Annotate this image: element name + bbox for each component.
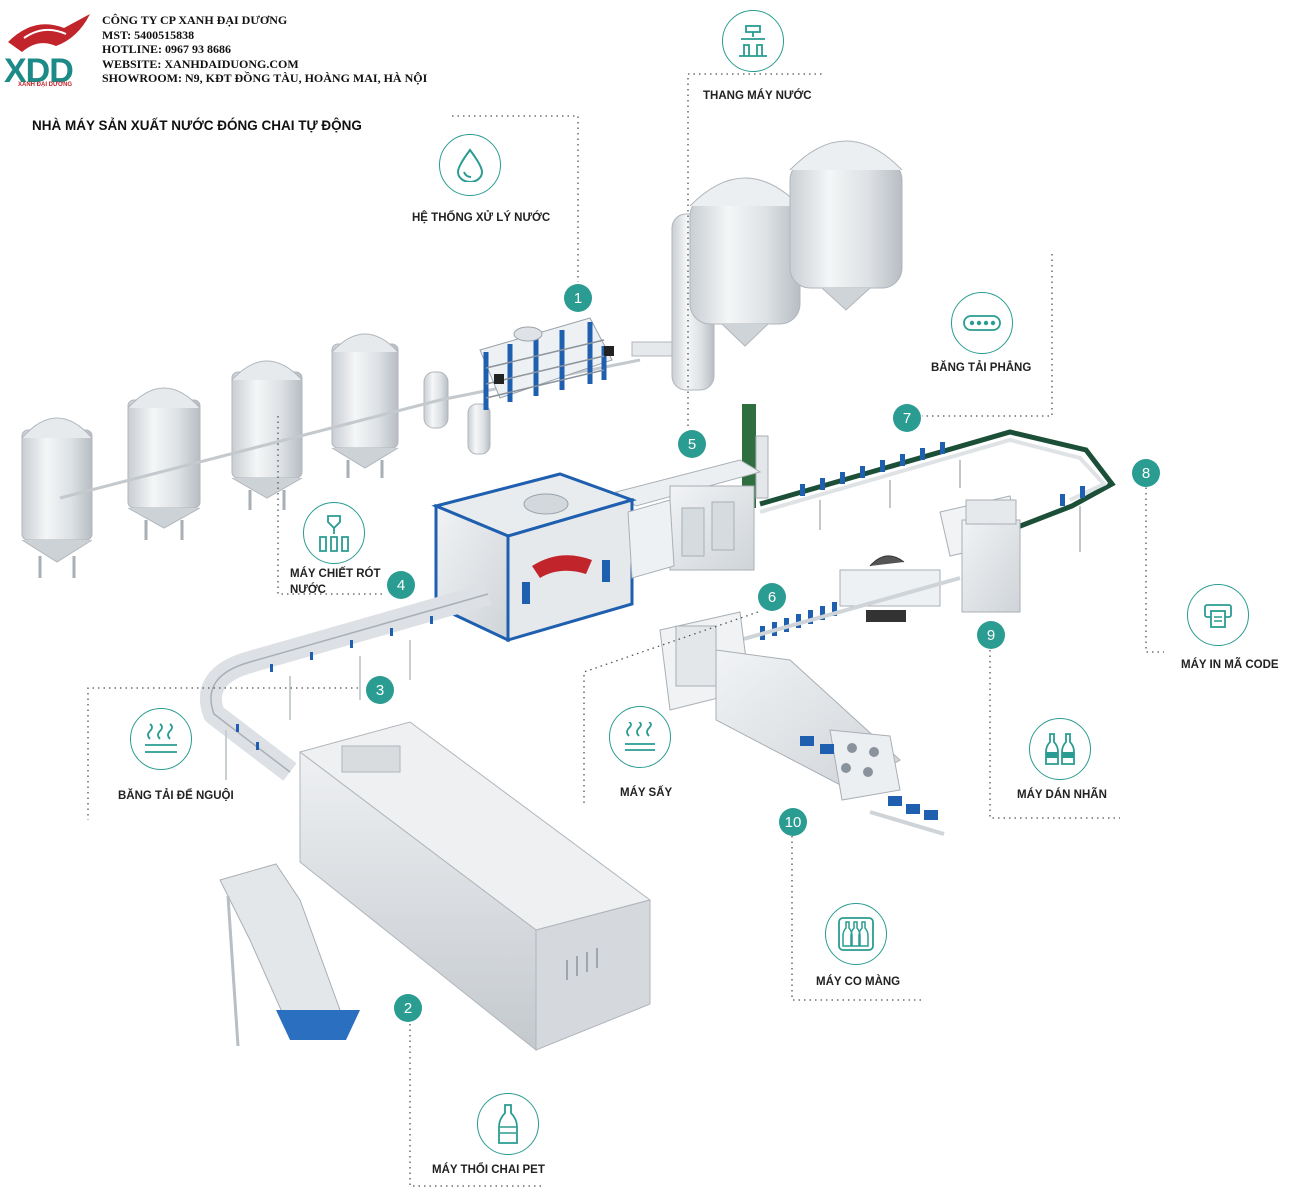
water-treatment-rack bbox=[479, 317, 673, 410]
dryer-and-shrink-machines bbox=[659, 611, 945, 836]
pet-bottle-icon bbox=[498, 1104, 518, 1144]
station-8-icon-circle bbox=[1187, 584, 1249, 646]
company-name: CÔNG TY CP XANH ĐẠI DƯƠNG bbox=[102, 13, 288, 27]
tank bbox=[231, 360, 303, 510]
station-5-label: THANG MÁY NƯỚC bbox=[703, 90, 812, 102]
filling-machine bbox=[431, 472, 675, 643]
tank bbox=[127, 387, 201, 540]
company-website: WEBSITE: XANHDAIDUONG.COM bbox=[102, 56, 299, 71]
labeler-printer-machines bbox=[739, 495, 1021, 642]
company-tax-id: MST: 5400515838 bbox=[102, 27, 195, 42]
company-hotline: HOTLINE: 0967 93 8686 bbox=[102, 42, 232, 57]
station-4-icon-circle bbox=[303, 502, 365, 564]
company-showroom: SHOWROOM: N9, KĐT ĐỒNG TÀU, HOÀNG MAI, H… bbox=[102, 71, 428, 86]
station-7-badge: 7 bbox=[893, 404, 921, 432]
page-title: NHÀ MÁY SẢN XUẤT NƯỚC ĐÓNG CHAI TỰ ĐỘNG bbox=[32, 118, 362, 133]
dryer-icon bbox=[625, 722, 655, 751]
bottle-elevator-icon bbox=[739, 25, 767, 57]
big-storage-tanks bbox=[671, 140, 903, 391]
station-6-icon-circle bbox=[609, 706, 671, 768]
station-1-badge: 1 bbox=[564, 284, 592, 312]
xdd-logo-on-machine bbox=[532, 555, 592, 578]
station-2-badge: 2 bbox=[394, 994, 422, 1022]
station-5-icon-circle bbox=[722, 10, 784, 72]
storage-tanks bbox=[21, 333, 641, 578]
tank bbox=[331, 333, 399, 478]
company-logo bbox=[4, 8, 96, 94]
station-4-badge: 4 bbox=[387, 571, 415, 599]
station-8-badge: 8 bbox=[1132, 459, 1160, 487]
station-2-icon-circle bbox=[477, 1093, 539, 1155]
station-7-label: BĂNG TẢI PHẲNG bbox=[931, 362, 1032, 374]
bottle-elevator bbox=[614, 404, 769, 571]
labeled-bottles-icon bbox=[1045, 733, 1075, 765]
bottles-on-conveyor bbox=[800, 442, 1085, 506]
logo-tagline: XANH ĐẠI DƯƠNG bbox=[18, 82, 73, 88]
station-9-label: MÁY DÁN NHÃN bbox=[1017, 789, 1107, 801]
conveyor-icon bbox=[963, 315, 1001, 331]
water-drop-icon bbox=[456, 148, 484, 182]
flat-conveyor bbox=[759, 429, 1116, 552]
station-3-label: BĂNG TẢI ĐỂ NGUỘI bbox=[118, 790, 234, 802]
station-10-badge: 10 bbox=[779, 808, 807, 836]
blow-molding-machine bbox=[219, 721, 652, 1052]
printer-icon bbox=[1204, 604, 1232, 628]
station-8-label: MÁY IN MÃ CODE bbox=[1181, 659, 1279, 671]
station-5-badge: 5 bbox=[678, 430, 706, 458]
company-info: CÔNG TY CP XANH ĐẠI DƯƠNG MST: 540051583… bbox=[102, 13, 427, 86]
station-3-badge: 3 bbox=[366, 676, 394, 704]
station-1-label: HỆ THỐNG XỬ LÝ NƯỚC bbox=[412, 212, 551, 224]
heat-waves-icon bbox=[145, 723, 177, 753]
station-2-label: MÁY THỔI CHAI PET bbox=[432, 1164, 545, 1176]
station-10-label: MÁY CO MÀNG bbox=[816, 976, 901, 988]
station-4-label-line-2: NƯỚC bbox=[290, 584, 326, 596]
shrink-pack-icon bbox=[838, 917, 874, 951]
cooling-conveyor bbox=[199, 583, 492, 781]
station-1-icon-circle bbox=[439, 134, 501, 196]
station-6-badge: 6 bbox=[758, 583, 786, 611]
station-9-icon-circle bbox=[1029, 718, 1091, 780]
tank bbox=[21, 417, 93, 578]
filling-machine-icon bbox=[319, 515, 349, 552]
station-9-badge: 9 bbox=[977, 621, 1005, 649]
logo-wordmark: XDD bbox=[4, 52, 74, 90]
station-4-label-line-1: MÁY CHIẾT RÓT bbox=[290, 568, 381, 580]
logo-mark bbox=[8, 14, 90, 52]
leader-lines bbox=[87, 73, 1164, 1187]
station-3-icon-circle bbox=[130, 708, 192, 770]
station-7-icon-circle bbox=[951, 292, 1013, 354]
station-10-icon-circle bbox=[825, 903, 887, 965]
station-6-label: MÁY SẤY bbox=[620, 787, 673, 799]
